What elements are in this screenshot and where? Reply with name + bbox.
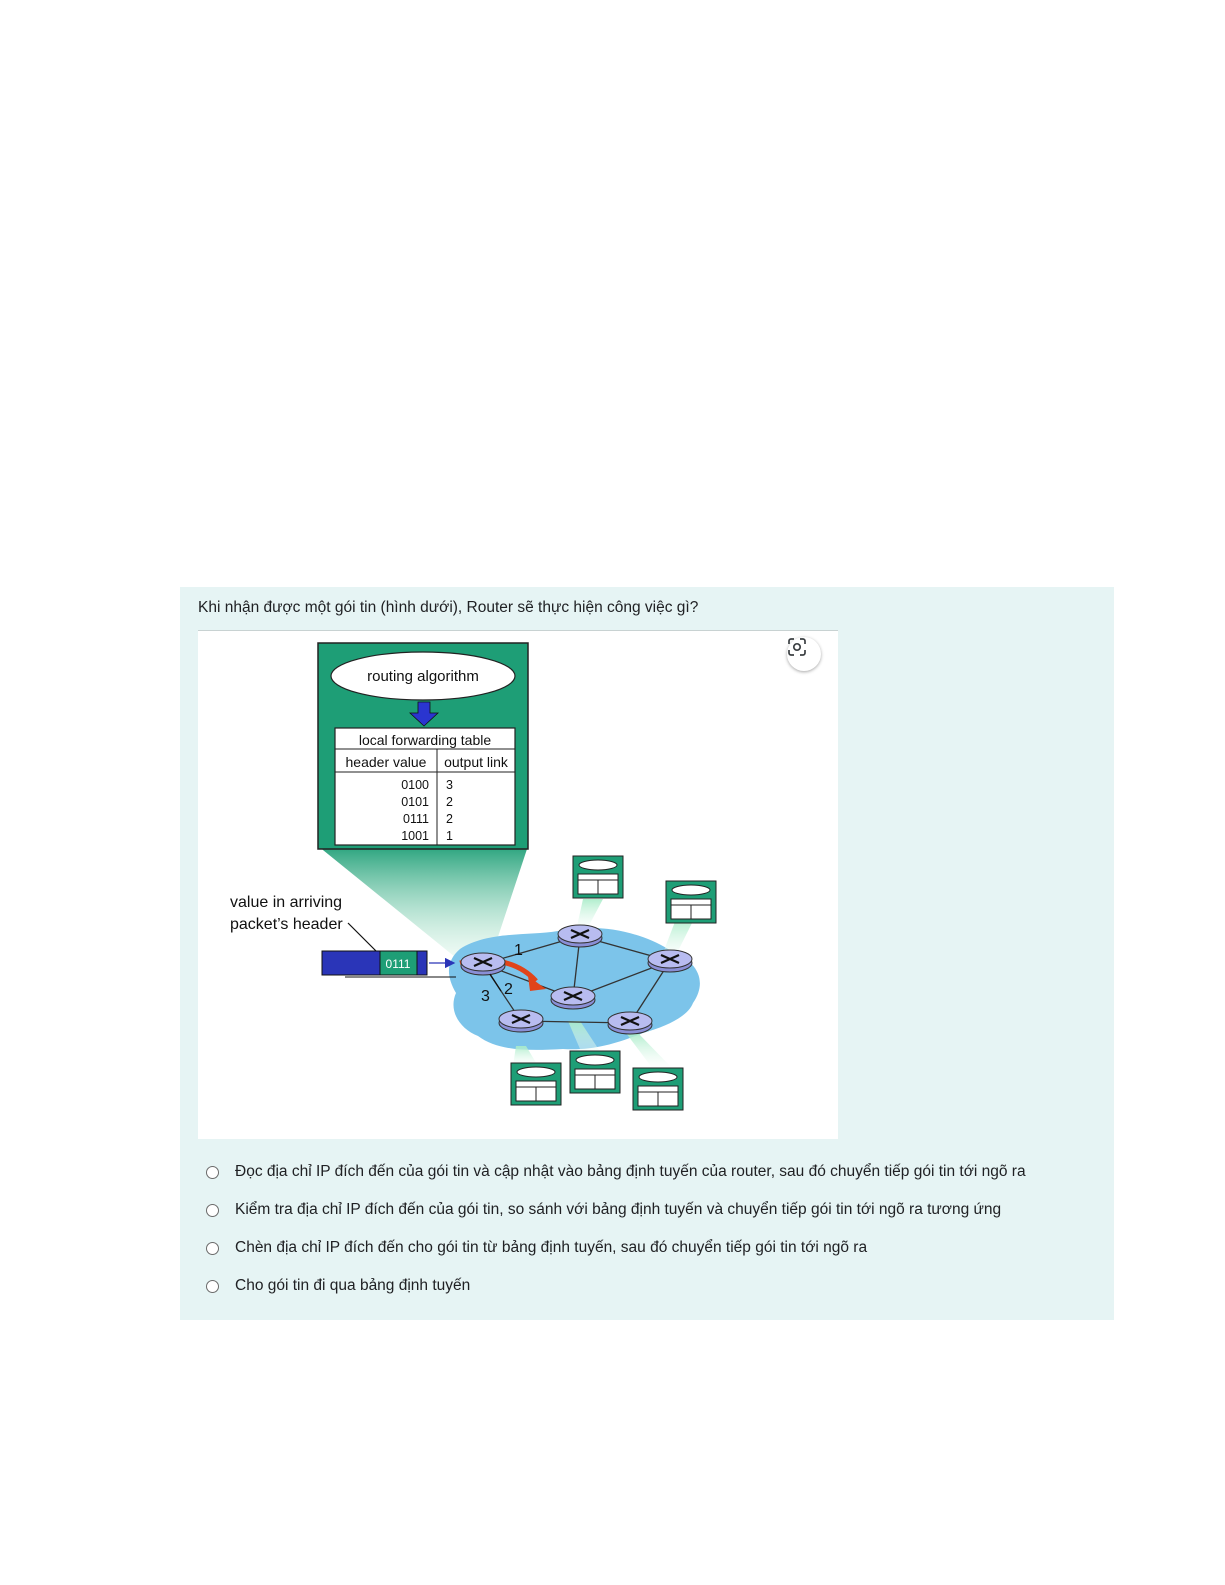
col-header-value: header value bbox=[346, 754, 427, 770]
beam-bot-2 bbox=[568, 1021, 603, 1056]
beam-top-1 bbox=[576, 899, 603, 931]
packet-header-value: 0111 bbox=[386, 957, 411, 971]
mini-table-icon bbox=[569, 1050, 621, 1094]
table-row-link: 2 bbox=[446, 795, 453, 809]
router-icon bbox=[460, 952, 506, 976]
answer-option-label: Cho gói tin đi qua bảng định tuyến bbox=[235, 1277, 471, 1294]
google-lens-icon bbox=[788, 638, 806, 656]
link-label-2: 2 bbox=[504, 981, 513, 998]
beam-bot-1 bbox=[513, 1046, 538, 1066]
mini-table-icon bbox=[632, 1067, 684, 1111]
answer-option-label: Kiểm tra địa chỉ IP đích đến của gói tin… bbox=[235, 1201, 1002, 1218]
arriving-label-1: value in arriving bbox=[230, 894, 342, 911]
answer-option-label: Đọc địa chỉ IP đích đến của gói tin và c… bbox=[235, 1163, 1026, 1180]
link-label-1: 1 bbox=[514, 942, 523, 959]
table-row-link: 3 bbox=[446, 778, 453, 792]
radio-button[interactable] bbox=[206, 1165, 219, 1179]
col-header-output: output link bbox=[444, 754, 509, 770]
link-label-3: 3 bbox=[481, 988, 490, 1005]
packet-header bbox=[379, 950, 418, 976]
table-row-value: 0111 bbox=[403, 812, 429, 826]
mini-table-icon bbox=[665, 880, 717, 924]
router-icon bbox=[498, 1009, 544, 1033]
router-icon bbox=[557, 924, 603, 948]
radio-button[interactable] bbox=[206, 1203, 219, 1217]
answer-option-2[interactable]: Kiểm tra địa chỉ IP đích đến của gói tin… bbox=[206, 1197, 1001, 1223]
lens-button[interactable] bbox=[787, 637, 821, 671]
down-arrow-icon bbox=[408, 701, 440, 727]
forwarding-table bbox=[334, 727, 516, 846]
routing-figure: routing algorithm local forwarding table… bbox=[198, 630, 838, 1139]
forwarding-arrowhead bbox=[528, 976, 546, 991]
table-row-link: 1 bbox=[446, 829, 453, 843]
answer-option-3[interactable]: Chèn địa chỉ IP đích đến cho gói tin từ … bbox=[206, 1235, 867, 1261]
question-text: Khi nhận được một gói tin (hình dưới), R… bbox=[198, 599, 699, 616]
routing-algorithm-label: routing algorithm bbox=[367, 668, 479, 685]
routing-algorithm-oval bbox=[330, 651, 516, 701]
forwarding-diagram: routing algorithm local forwarding table… bbox=[230, 642, 717, 1111]
mini-table-icon bbox=[510, 1062, 562, 1106]
table-beam bbox=[318, 846, 528, 961]
answer-option-label: Chèn địa chỉ IP đích đến cho gói tin từ … bbox=[235, 1239, 868, 1256]
table-row-value: 0101 bbox=[401, 795, 429, 809]
table-row-value: 0100 bbox=[401, 778, 429, 792]
router-icon bbox=[607, 1011, 653, 1035]
answer-option-4[interactable]: Cho gói tin đi qua bảng định tuyến bbox=[206, 1273, 470, 1299]
table-row-value: 1001 bbox=[401, 829, 429, 843]
answer-option-1[interactable]: Đọc địa chỉ IP đích đến của gói tin và c… bbox=[206, 1159, 1026, 1185]
table-title: local forwarding table bbox=[359, 732, 492, 748]
router-icon bbox=[647, 949, 693, 973]
table-row-link: 2 bbox=[446, 812, 453, 826]
question-card: Khi nhận được một gói tin (hình dưới), R… bbox=[180, 587, 1114, 1320]
mini-tables bbox=[510, 855, 717, 1111]
radio-button[interactable] bbox=[206, 1241, 219, 1255]
radio-button[interactable] bbox=[206, 1279, 219, 1293]
routers bbox=[460, 924, 693, 1035]
router-icon bbox=[550, 986, 596, 1010]
beam-bot-3 bbox=[626, 1033, 673, 1069]
mini-table-icon bbox=[572, 855, 624, 899]
arriving-label-2: packet’s header bbox=[230, 916, 343, 933]
